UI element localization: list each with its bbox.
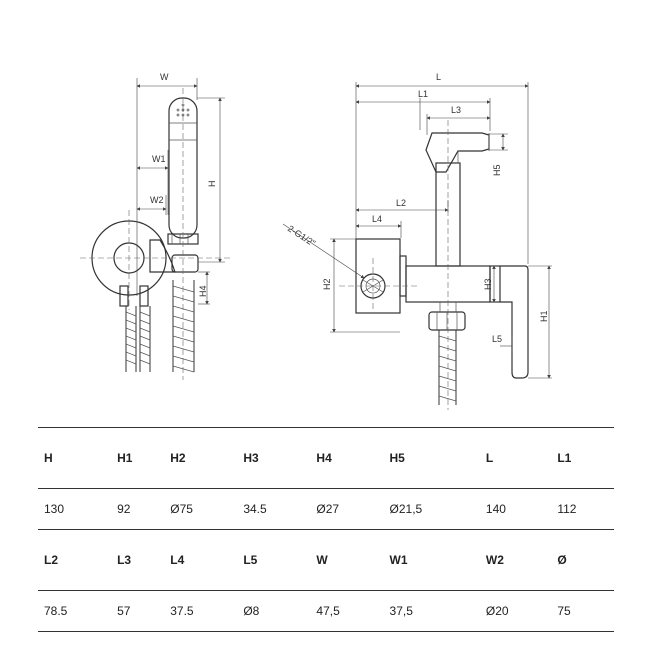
- table-header-cell: H2: [170, 451, 186, 465]
- table-header-cell: H: [44, 451, 53, 465]
- table-header-cell: H1: [117, 451, 133, 465]
- label-W2: W2: [150, 195, 164, 205]
- table-value-cell: Ø27: [316, 502, 340, 516]
- table-header-cell: L: [485, 451, 494, 465]
- label-L5: L5: [492, 334, 502, 344]
- label-L3: L3: [451, 105, 461, 115]
- table-header-row: H H1 H2 H3 H4 H5 L L1: [38, 427, 614, 489]
- table-value-cell: 34.5: [243, 502, 267, 516]
- label-H1: H1: [539, 310, 549, 322]
- table-header-row: L2 L3 L4 L5 W W1 W2 Ø: [38, 529, 614, 591]
- table-header-cell: Ø: [557, 553, 567, 567]
- label-thread: 2-G1/2": [286, 223, 317, 248]
- table-value-row: 130 92 Ø75 34.5 Ø27 Ø21,5 140 112: [38, 489, 614, 530]
- label-L2: L2: [396, 198, 406, 208]
- table-value-cell: Ø8: [243, 604, 260, 618]
- table-value-row: 78.5 57 37.5 Ø8 47,5 37,5 Ø20 75: [38, 591, 614, 632]
- table-value-cell: 37.5: [170, 604, 194, 618]
- label-L1: L1: [418, 89, 428, 99]
- label-H3: H3: [483, 278, 493, 290]
- technical-drawing: W W1 W2 H H4: [80, 72, 552, 410]
- table-value-cell: 47,5: [316, 604, 340, 618]
- label-L4: L4: [372, 214, 382, 224]
- side-view: L L1 L3 L2 L4 H5 H2 H3 H1 L5 2-G1/2": [282, 72, 552, 410]
- table-value-cell: 92: [117, 502, 131, 516]
- table-header-cell: H5: [389, 451, 405, 465]
- table-value-cell: 112: [557, 502, 577, 516]
- label-H4: H4: [198, 285, 208, 297]
- table-value-cell: 78.5: [44, 604, 68, 618]
- table-value-cell: 130: [44, 502, 65, 516]
- table-header-cell: W: [316, 553, 328, 567]
- label-H: H: [207, 181, 217, 188]
- table-header-cell: W1: [389, 553, 408, 567]
- table-header-cell: L1: [557, 451, 572, 465]
- label-L: L: [436, 72, 441, 82]
- front-view: W W1 W2 H H4: [80, 72, 230, 380]
- table-header-cell: H3: [243, 451, 259, 465]
- label-W: W: [160, 72, 169, 82]
- table-header-cell: L2: [44, 553, 59, 567]
- table-header-cell: L3: [117, 553, 132, 567]
- table-header-cell: L5: [243, 553, 258, 567]
- table-value-cell: 75: [557, 604, 571, 618]
- table-value-cell: Ø75: [170, 502, 193, 516]
- table-header-cell: H4: [316, 451, 332, 465]
- label-H5: H5: [492, 164, 502, 176]
- table-header-cell: W2: [485, 553, 504, 567]
- label-W1: W1: [152, 154, 166, 164]
- table-value-cell: 140: [485, 502, 506, 516]
- table-value-cell: Ø21,5: [389, 502, 423, 516]
- table-value-cell: 57: [117, 604, 131, 618]
- table-header-cell: L4: [170, 553, 185, 567]
- label-H2: H2: [322, 278, 332, 290]
- table-value-cell: Ø20: [485, 604, 509, 618]
- table-value-cell: 37,5: [389, 604, 413, 618]
